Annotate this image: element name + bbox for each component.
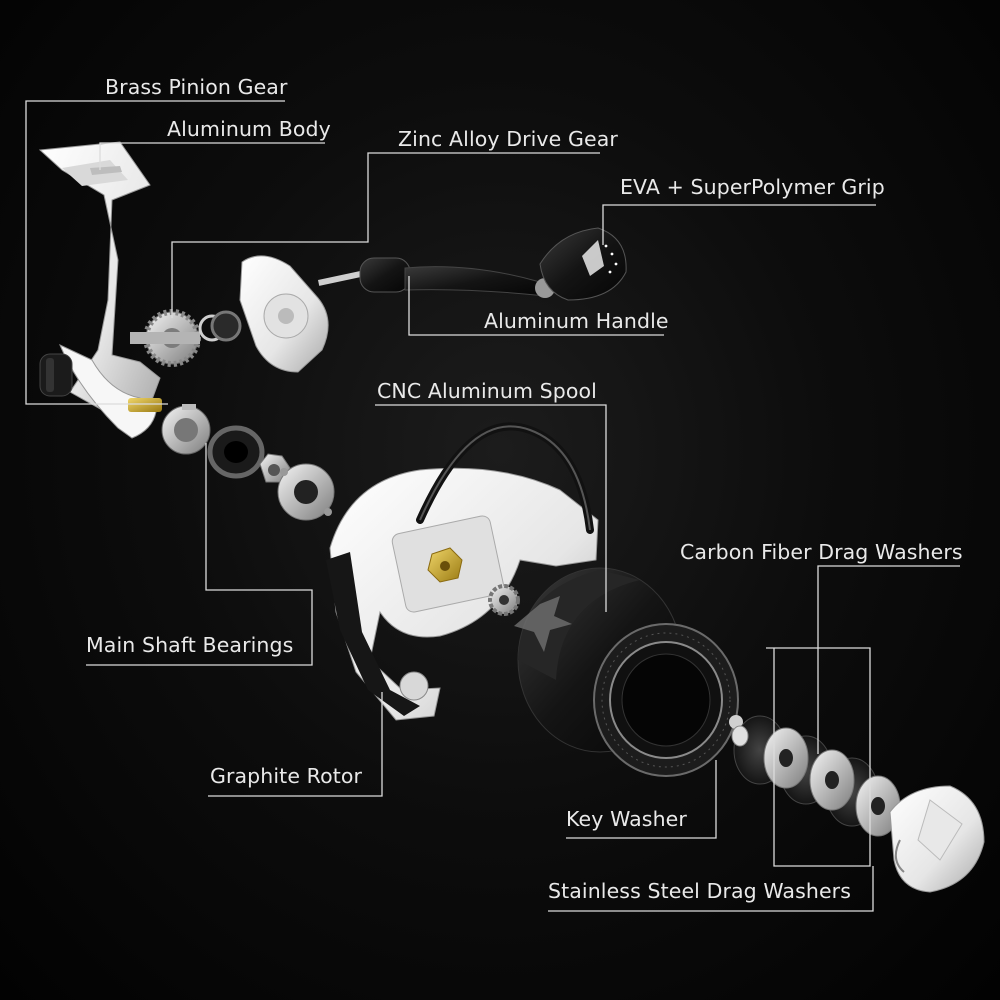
callout-line-cnc-spool: [375, 404, 607, 612]
main-shaft-bearings-part: [161, 404, 335, 521]
callout-line-eva-grip: [602, 204, 876, 245]
callout-line-stainless-steel-b: [548, 866, 874, 912]
label-graphite-rotor: Graphite Rotor: [210, 764, 363, 788]
callout-line-key-washer: [566, 760, 717, 839]
callout-line-brass-pinion-gear: [25, 100, 285, 405]
label-carbon-fiber-drag-washers: Carbon Fiber Drag Washers: [680, 540, 963, 564]
aluminum-handle-part: [318, 257, 555, 298]
drag-knob-part: [889, 785, 985, 893]
label-stainless-steel-drag-washers: Stainless Steel Drag Washers: [548, 879, 851, 903]
key-washer-part: [731, 725, 749, 747]
stainless-steel-drag-washers-part: [763, 727, 901, 837]
label-key-washer: Key Washer: [566, 807, 687, 831]
callout-line-graphite-rotor: [208, 692, 383, 797]
label-zinc-alloy-drive-gear: Zinc Alloy Drive Gear: [398, 127, 618, 151]
callout-line-stainless-steel-a: [766, 647, 871, 867]
eva-superpolymer-grip-part: [539, 227, 627, 301]
callout-line-aluminum-body: [99, 142, 325, 170]
label-aluminum-handle: Aluminum Handle: [484, 309, 669, 333]
callout-line-main-shaft-bearings: [86, 443, 313, 666]
graphite-rotor-part: [326, 422, 599, 721]
label-aluminum-body: Aluminum Body: [167, 117, 331, 141]
callout-line-carbon-fiber: [817, 565, 960, 754]
brass-pinion-gear-part: [130, 309, 242, 367]
label-eva-superpolymer-grip: EVA + SuperPolymer Grip: [620, 175, 885, 199]
label-brass-pinion-gear: Brass Pinion Gear: [105, 75, 288, 99]
label-main-shaft-bearings: Main Shaft Bearings: [86, 633, 294, 657]
callout-lines: [25, 100, 960, 912]
aluminum-body-part: [38, 141, 162, 439]
callout-line-aluminum-handle: [408, 276, 664, 336]
callout-line-zinc-alloy-drive-gear: [171, 152, 600, 318]
label-cnc-aluminum-spool: CNC Aluminum Spool: [377, 379, 597, 403]
cnc-aluminum-spool-part: [514, 567, 743, 777]
gearbox-cover-part: [239, 255, 329, 373]
